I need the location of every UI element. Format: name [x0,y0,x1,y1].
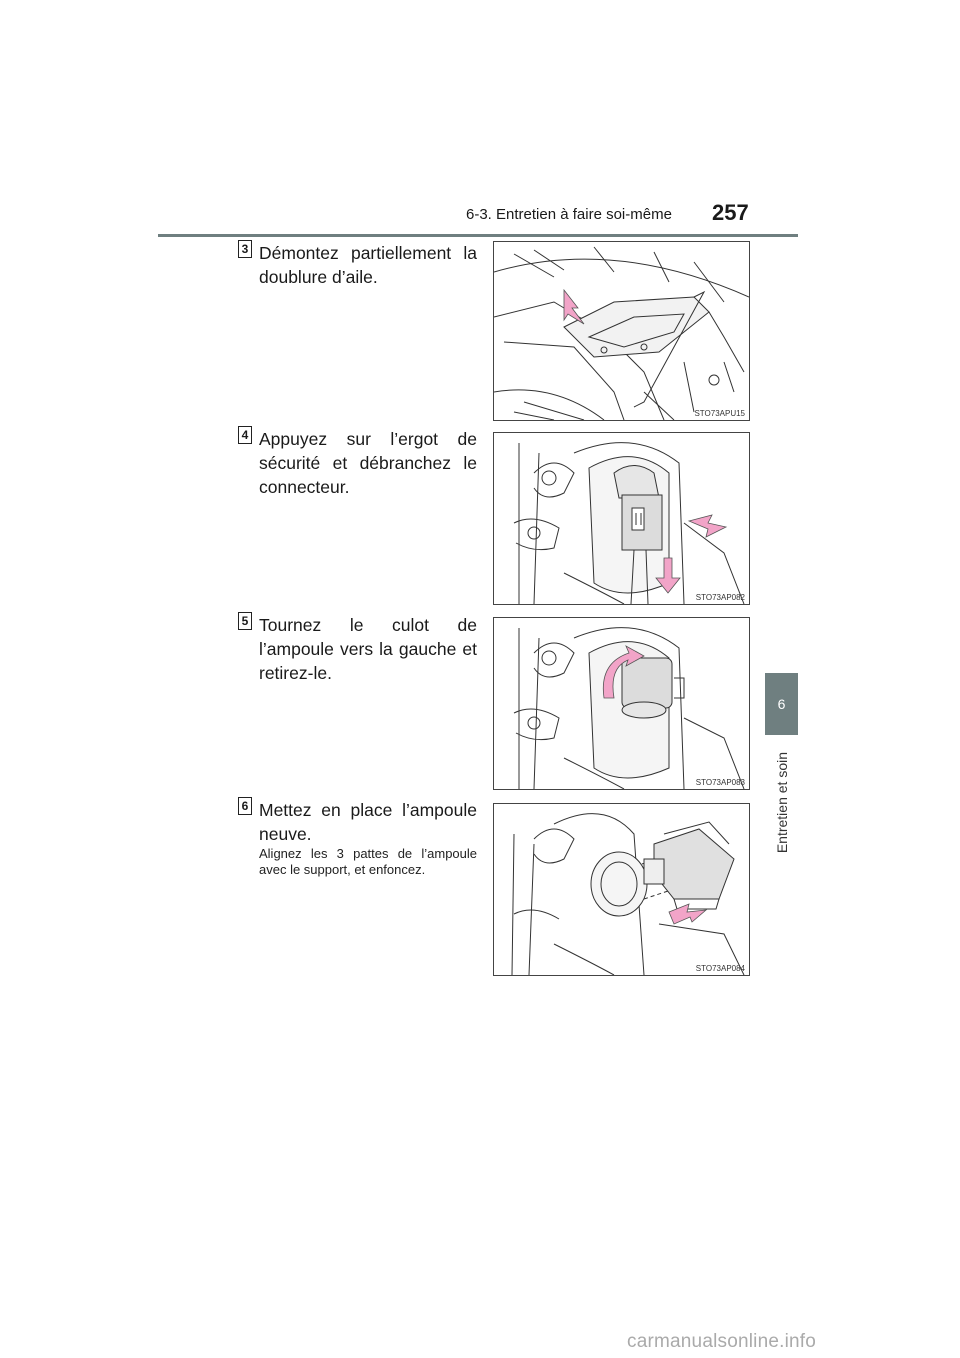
step-5-number: 5 [238,612,252,630]
connector-illustration [513,442,745,604]
chapter-tab-label: Entretien et soin [773,751,790,854]
step-6-text: Mettez en place l’ampoule neuve. [259,800,477,844]
figure-bulb-socket: STO73AP083 [493,617,750,790]
watermark: carmanualsonline.info [627,1331,817,1352]
chapter-tab-number: 6 [765,673,798,735]
unlock-arrow [687,514,728,538]
step-3-text: Démontez partiellement la doublure d’ail… [259,243,477,287]
step-5-text: Tournez le culot de l’ampoule vers la ga… [259,615,477,683]
pull-arrow [655,557,681,594]
step-6-number: 6 [238,797,252,815]
figure-fender-liner: STO73APU15 [493,241,750,421]
figure-connector: STO73AP082 [493,432,750,605]
bulb-socket-illustration [513,627,745,789]
step-4-number: 4 [238,426,252,444]
new-bulb-illustration [511,813,745,975]
section-title: 6-3. Entretien à faire soi-même [466,206,672,223]
figure-code: STO73AP082 [695,593,745,602]
insert-arrow [668,903,708,925]
header-divider [158,234,798,237]
step-3-number: 3 [238,240,252,258]
push-arrow [563,288,585,325]
step-6-subtext: Alignez les 3 pattes de l’ampoule avec l… [259,846,477,877]
page-number: 257 [712,200,749,225]
figure-code: STO73AP084 [695,964,745,973]
chapter-tab: Entretien et soin [765,735,798,870]
step-4-text: Appuyez sur l’ergot de sécurité et débra… [259,429,477,497]
figure-new-bulb: STO73AP084 [493,803,750,976]
figure-code: STO73APU15 [694,409,745,418]
rotate-arrow [602,645,645,699]
figure-code: STO73AP083 [695,778,745,787]
fender-liner-illustration [494,246,749,420]
